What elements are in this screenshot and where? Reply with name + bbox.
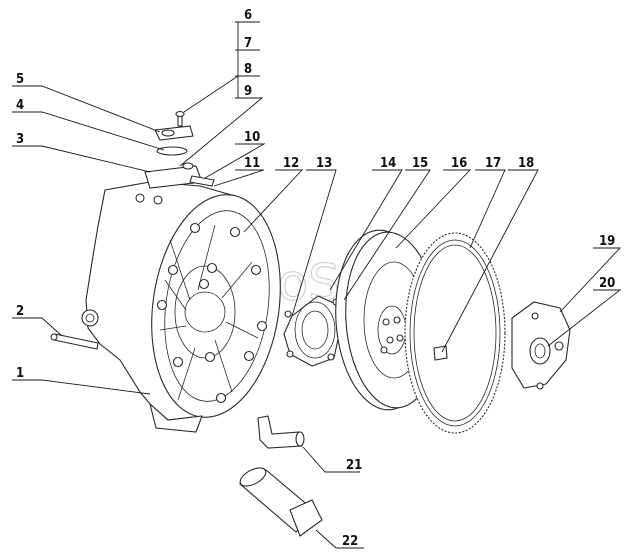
callout-13: 13 xyxy=(316,156,332,171)
callout-12: 12 xyxy=(283,156,299,171)
callout-8: 8 xyxy=(244,62,252,77)
callout-21: 21 xyxy=(346,458,362,473)
callout-6: 6 xyxy=(244,8,252,23)
callout-19: 19 xyxy=(599,234,615,249)
flywheel-bolt xyxy=(433,345,448,361)
seal-plate xyxy=(283,295,341,367)
tube xyxy=(239,467,323,537)
callout-14: 14 xyxy=(380,156,396,171)
callout-16: 16 xyxy=(451,156,467,171)
callout-9: 9 xyxy=(244,84,252,99)
cover-plate xyxy=(511,301,571,390)
callout-18: 18 xyxy=(518,156,534,171)
callout-20: 20 xyxy=(599,276,615,291)
flywheel-housing xyxy=(81,181,281,433)
elbow-fitting xyxy=(257,415,305,449)
callout-2: 2 xyxy=(16,304,24,319)
callout-labels: 1 2 3 4 5 6 7 8 9 10 11 12 13 14 15 16 1… xyxy=(16,8,615,549)
leader-lines xyxy=(12,21,622,549)
callout-22: 22 xyxy=(342,534,358,549)
callout-15: 15 xyxy=(412,156,428,171)
callout-4: 4 xyxy=(16,98,24,113)
callout-7: 7 xyxy=(244,36,252,51)
callout-3: 3 xyxy=(16,132,24,147)
callout-10: 10 xyxy=(244,130,260,145)
callout-17: 17 xyxy=(485,156,501,171)
top-fittings xyxy=(144,110,215,189)
stud-bolt xyxy=(50,333,99,350)
ring-gear xyxy=(404,232,506,434)
callout-11: 11 xyxy=(244,156,260,171)
callout-1: 1 xyxy=(16,366,24,381)
callout-5: 5 xyxy=(16,72,24,87)
